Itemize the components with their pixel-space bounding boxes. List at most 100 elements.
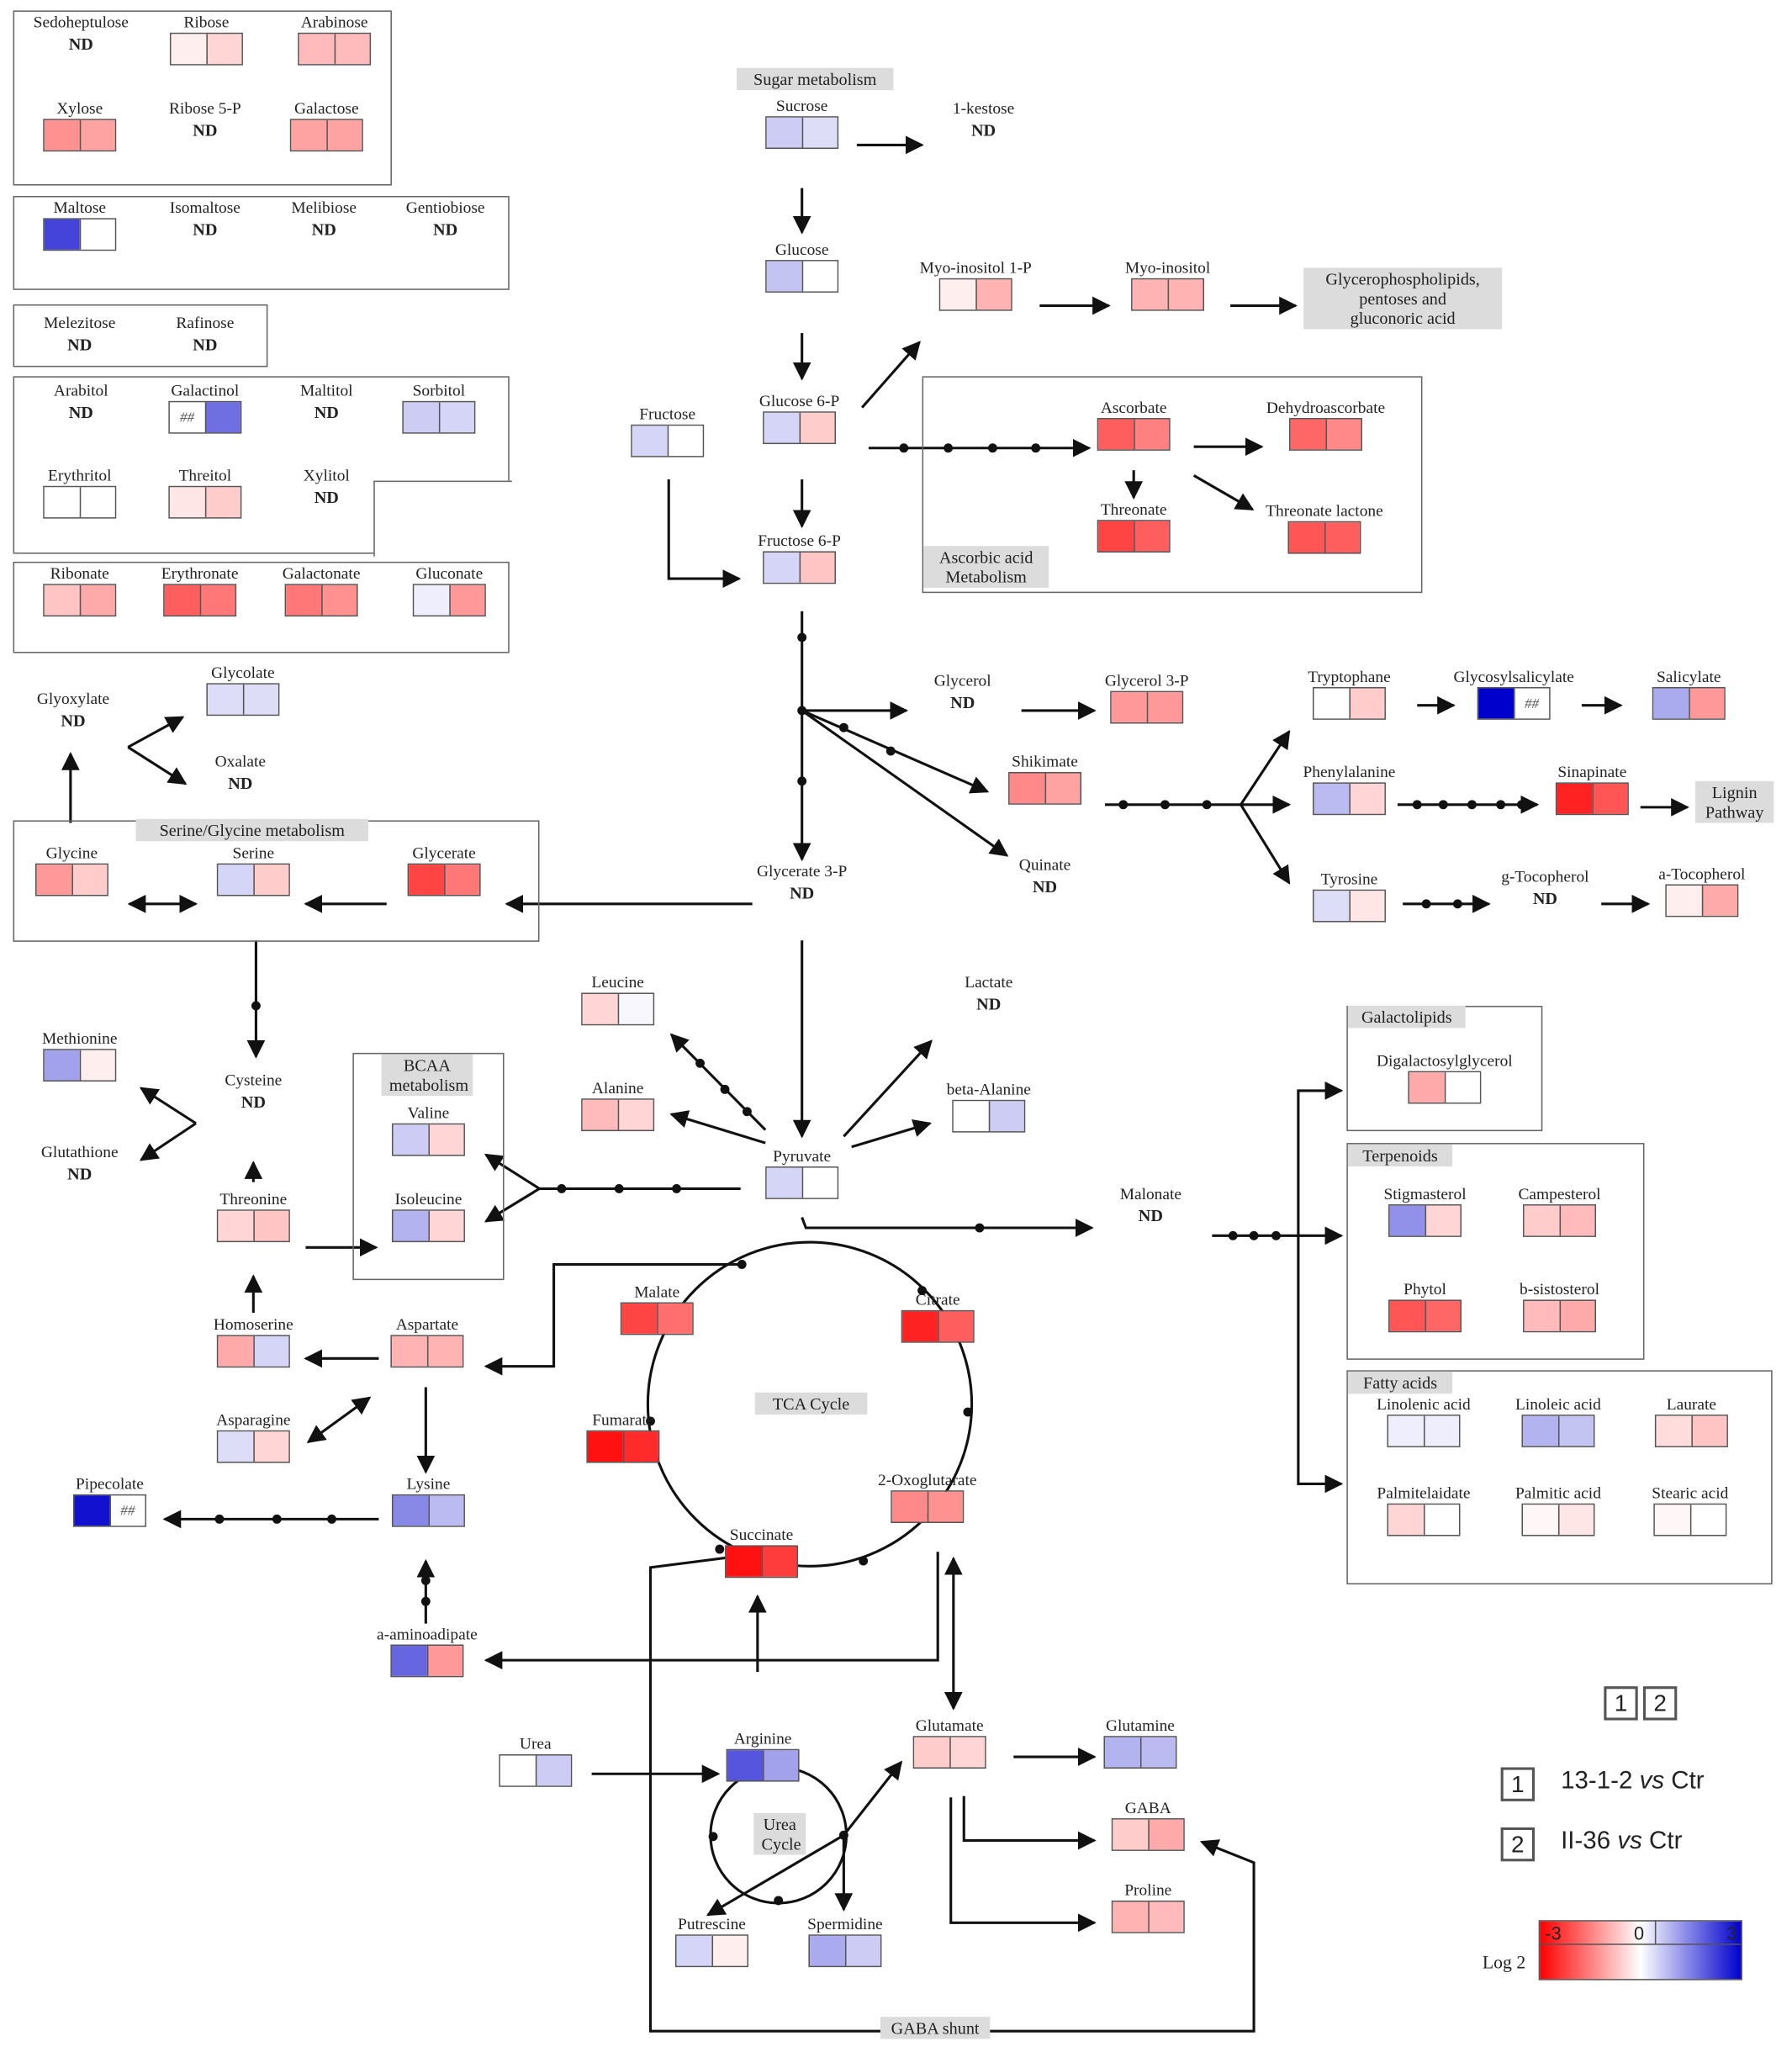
fold-change-cell-1 — [218, 865, 253, 895]
scale-mid: 0 — [1634, 1922, 1645, 1944]
metabolite-myoinositol1p: Myo-inositol 1-P — [897, 259, 1054, 314]
fold-change-cell-1 — [764, 412, 799, 443]
not-detected-label: ND — [970, 119, 996, 140]
fold-change-pair — [1110, 690, 1184, 724]
pathway-step-dot — [708, 1832, 718, 1842]
pathway-step-dot — [1031, 443, 1041, 453]
sugar-group-1 — [13, 10, 392, 186]
fold-change-cell-2 — [1044, 773, 1081, 804]
fold-change-pair — [1388, 1204, 1462, 1237]
metabolite-label: Fructose — [639, 405, 696, 424]
fold-change-cell-1 — [1524, 1300, 1559, 1331]
metabolite-oxoglutarate: 2-Oxoglutarate — [849, 1471, 1006, 1526]
fold-change-cell-2 — [616, 1099, 653, 1130]
fold-change-pair — [765, 260, 839, 293]
fold-change-pair — [763, 411, 837, 445]
metabolite-label: Glycerate 3-P — [757, 862, 848, 881]
metabolite-label: Ribose 5-P — [168, 99, 241, 118]
fold-change-cell-2 — [1591, 783, 1628, 814]
reaction-arrow — [860, 341, 921, 409]
metabolite-tyrosine: Tyrosine — [1271, 870, 1427, 924]
fold-change-pair — [891, 1490, 965, 1524]
fold-change-cell-2 — [1166, 279, 1203, 310]
metabolite-label: Glycosylsalicylate — [1453, 667, 1574, 686]
metabolite-shikimate: Shikimate — [966, 753, 1123, 807]
fold-change-cell-1 — [291, 119, 326, 151]
metabolite-label: GABA — [1124, 1798, 1171, 1817]
fold-change-pair — [1388, 1299, 1462, 1333]
fold-change-cell-2 — [320, 584, 357, 616]
fold-change-pair — [391, 1494, 465, 1527]
metabolite-label: Glycerol 3-P — [1104, 671, 1189, 690]
fold-change-cell-1 — [393, 1495, 428, 1526]
fold-change-cell-2 — [1690, 1415, 1727, 1446]
fold-change-pair — [1131, 278, 1205, 311]
metabolite-palmiticacid: Palmitic acid — [1480, 1483, 1636, 1538]
metabolite-label: beta-Alanine — [946, 1080, 1031, 1099]
pathway-step-dot — [1118, 800, 1129, 810]
reaction-arrow — [139, 1087, 197, 1125]
pathway-step-dot — [1467, 800, 1477, 810]
fold-change-pair — [1387, 1415, 1461, 1447]
fold-change-cell-2: ## — [1513, 688, 1550, 719]
fold-change-pair — [163, 584, 237, 617]
fold-change-cell-1 — [1654, 1505, 1690, 1536]
metabolite-spermidine: Spermidine — [767, 1915, 923, 1970]
metabolite-label: Phytol — [1403, 1280, 1446, 1298]
reaction-arrow — [1297, 1082, 1344, 1236]
fold-change-cell-1 — [1314, 891, 1349, 922]
metabolite-gluconate: Gluconate — [371, 564, 527, 619]
metabolite-label: Palmitelaidate — [1377, 1483, 1471, 1503]
fold-change-cell-1 — [393, 1210, 428, 1241]
fold-change-cell-2 — [1558, 1205, 1595, 1236]
fold-change-cell-1 — [1656, 1415, 1691, 1446]
pathway-step-dot — [963, 1407, 973, 1417]
metabolite-galactinol: Galactinol## — [127, 382, 283, 436]
reaction-arrow — [667, 479, 742, 588]
fold-change-cell-1 — [171, 34, 206, 65]
fold-change-pair: ## — [168, 400, 242, 434]
fold-change-cell-2 — [427, 1495, 464, 1526]
gaba-shunt-label: GABA shunt — [880, 2017, 991, 2039]
metabolite-label: Sucrose — [775, 96, 828, 115]
metabolite-phytol: Phytol — [1346, 1280, 1503, 1335]
fold-change-pair — [1312, 889, 1386, 923]
fold-change-cell-1 — [727, 1750, 763, 1781]
fold-change-cell-1 — [587, 1431, 623, 1462]
fold-change-cell-1 — [218, 1431, 253, 1462]
not-detected-label: ND — [433, 219, 458, 240]
reaction-arrow — [484, 1552, 939, 1669]
metabolite-galactonate: Galactonate — [243, 564, 399, 619]
fold-change-cell-1 — [74, 1495, 109, 1526]
metabolite-label: Glucose — [774, 240, 829, 259]
fold-change-cell-1 — [393, 1124, 428, 1156]
metabolite-fructose6p: Fructose 6-P — [721, 532, 877, 586]
pathway-step-dot — [214, 1514, 225, 1524]
fold-change-cell-1 — [500, 1755, 536, 1786]
fold-change-pair — [726, 1748, 800, 1782]
metabolite-label: Arabitol — [53, 381, 108, 400]
fold-change-cell-2 — [427, 1210, 464, 1241]
metabolite-label: Asparagine — [216, 1410, 291, 1430]
fold-change-cell-1 — [403, 402, 439, 433]
fold-change-cell-1 — [1098, 419, 1134, 450]
metabolite-label: Glycolate — [211, 664, 275, 682]
metabolite-label: g-Tocopherol — [1501, 867, 1589, 886]
galactolipids-header: Galactolipids — [1347, 1005, 1466, 1029]
metabolite-palmitelaidate: Palmitelaidate — [1345, 1483, 1502, 1538]
fold-change-pair — [1408, 1071, 1482, 1104]
fold-change-cell-1 — [44, 584, 79, 616]
metabolite-label: Stearic acid — [1652, 1483, 1729, 1503]
metabolite-sucrose: Sucrose — [723, 97, 880, 151]
metabolite-lysine: Lysine — [350, 1475, 506, 1530]
metabolite-label: Spermidine — [807, 1914, 883, 1933]
fold-change-cell-1 — [1409, 1072, 1445, 1103]
fold-change-pair — [216, 1335, 290, 1368]
metabolite-label: Ascorbate — [1100, 398, 1167, 417]
metabolite-label: Threonate lactone — [1266, 501, 1383, 521]
fold-change-pair: ## — [72, 1494, 146, 1527]
pathway-step-dot — [672, 1183, 681, 1193]
fold-change-cell-2 — [438, 402, 474, 433]
